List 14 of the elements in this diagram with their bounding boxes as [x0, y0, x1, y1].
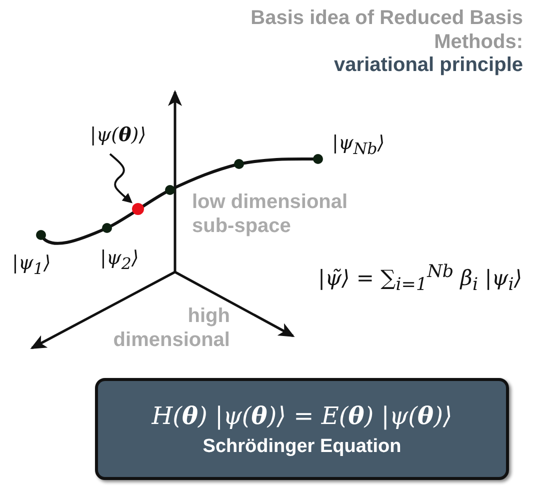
title: Basis idea of Reduced Basis Methods:: [250, 6, 523, 54]
space-label: high dimensional: [112, 304, 230, 352]
equation-caption: Schrödinger Equation: [202, 436, 402, 458]
state-label: |ψ$_{1}$⟩: [12, 252, 51, 278]
state-label: |ψ$_{2}$⟩: [100, 247, 139, 273]
expansion-formula: |ψ̃⟩ = ∑$_{i=1}$$^{Nb}$ β$_{i}$ |ψ$_{i}$⟩: [318, 262, 522, 296]
equation-box: [95, 378, 509, 480]
subspace-label: low dimensional sub-space: [192, 190, 349, 238]
leader-arrow: [109, 153, 133, 204]
state-label: |ψ$_{Nb}$⟩: [332, 132, 385, 158]
state-label: |ψ(θ)⟩: [90, 124, 146, 146]
equation: H(θ) |ψ(θ)⟩ = E(θ) |ψ(θ)⟩: [152, 400, 452, 430]
subtitle: variational principle: [334, 54, 523, 77]
point-marker: [132, 203, 144, 215]
